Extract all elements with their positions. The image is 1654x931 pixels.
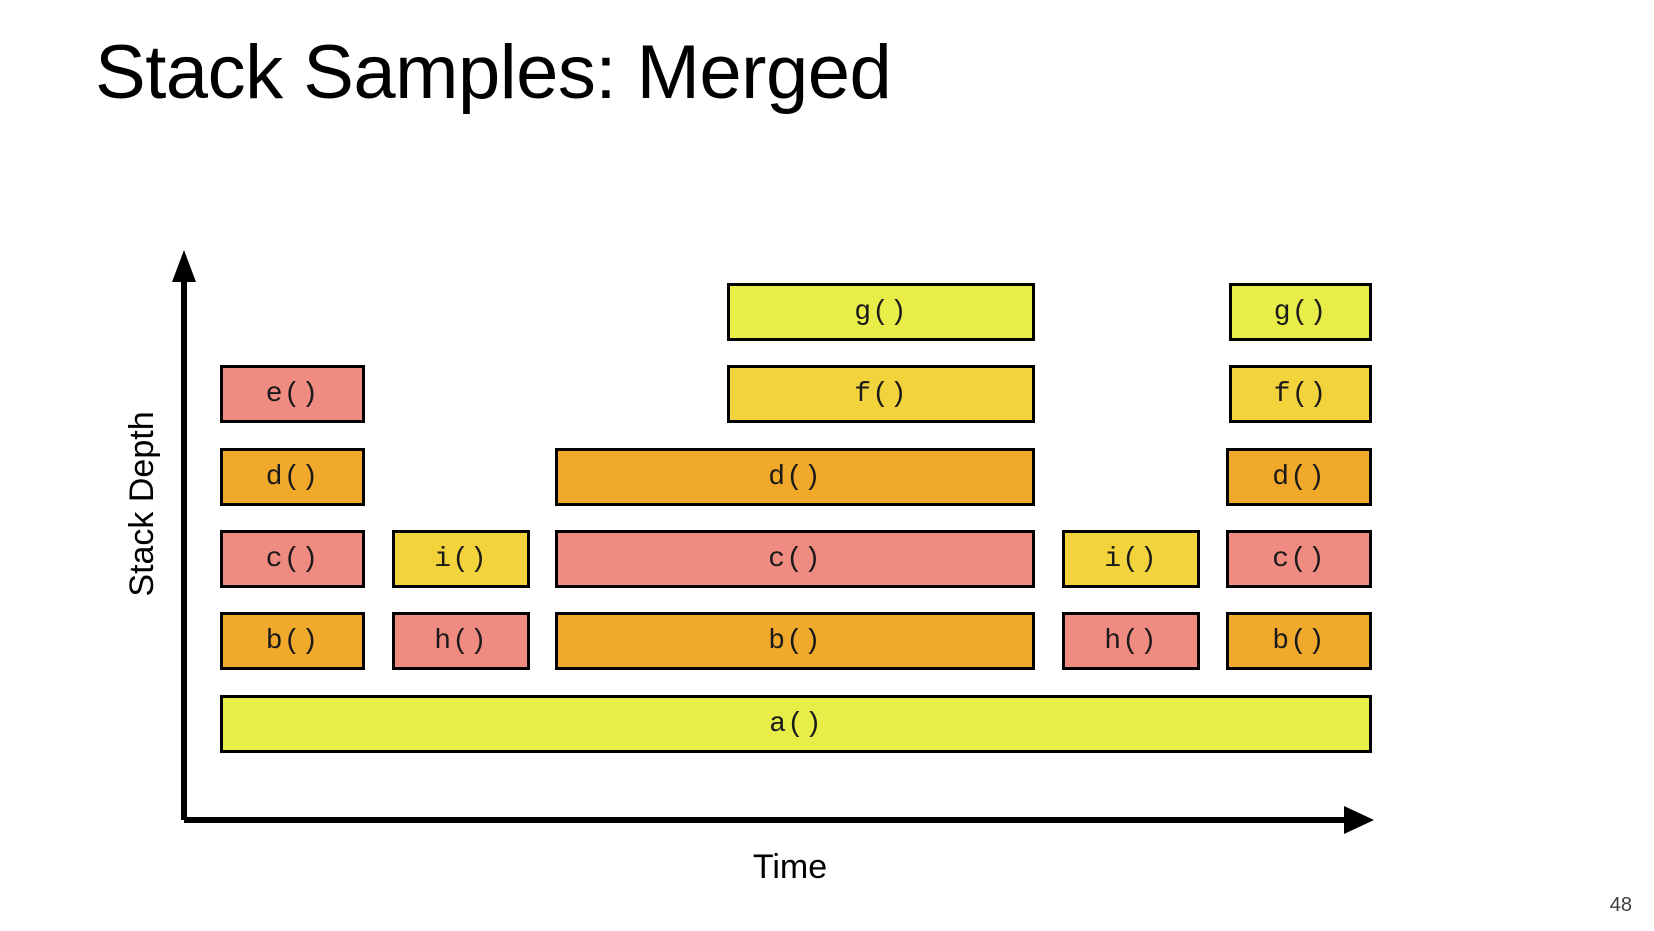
stack-frame-label: d() xyxy=(265,461,320,493)
stack-frame-label: d() xyxy=(1272,461,1326,493)
stack-frame-label: i() xyxy=(1104,543,1158,575)
stack-frame-label: c() xyxy=(265,543,320,575)
stack-frame-label: b() xyxy=(1272,625,1326,657)
stack-frame-h[interactable]: h() xyxy=(1062,612,1200,670)
stack-frame-c[interactable]: c() xyxy=(1226,530,1372,588)
page-title: Stack Samples: Merged xyxy=(95,30,892,115)
stack-frame-b[interactable]: b() xyxy=(555,612,1035,670)
stack-frame-f[interactable]: f() xyxy=(727,365,1035,423)
stack-frame-h[interactable]: h() xyxy=(392,612,530,670)
stack-frame-label: b() xyxy=(768,625,822,657)
stack-frame-label: g() xyxy=(854,296,908,328)
stack-frame-b[interactable]: b() xyxy=(1226,612,1372,670)
stack-frame-a[interactable]: a() xyxy=(220,695,1372,753)
stack-frame-f[interactable]: f() xyxy=(1229,365,1372,423)
stack-frame-c[interactable]: c() xyxy=(220,530,365,588)
y-axis-label: Stack Depth xyxy=(123,411,161,597)
stack-frame-i[interactable]: i() xyxy=(392,530,530,588)
stack-frame-g[interactable]: g() xyxy=(727,283,1035,341)
stack-frame-label: b() xyxy=(265,625,320,657)
stack-frame-label: i() xyxy=(434,543,488,575)
stack-frame-i[interactable]: i() xyxy=(1062,530,1200,588)
stack-frame-b[interactable]: b() xyxy=(220,612,365,670)
stack-frame-d[interactable]: d() xyxy=(220,448,365,506)
x-axis-arrow-icon xyxy=(1344,806,1374,834)
stack-frame-label: c() xyxy=(1272,543,1326,575)
stack-frame-label: a() xyxy=(769,708,823,740)
stack-frame-label: f() xyxy=(854,378,908,410)
slide-number: 48 xyxy=(1609,894,1632,916)
stack-frame-c[interactable]: c() xyxy=(555,530,1035,588)
stack-frame-label: h() xyxy=(1104,625,1158,657)
stack-frame-d[interactable]: d() xyxy=(555,448,1035,506)
stack-frame-label: h() xyxy=(434,625,488,657)
y-axis-arrow-icon xyxy=(172,250,196,282)
stack-frame-g[interactable]: g() xyxy=(1229,283,1372,341)
stack-frame-d[interactable]: d() xyxy=(1226,448,1372,506)
stack-frame-e[interactable]: e() xyxy=(220,365,365,423)
stack-frame-label: d() xyxy=(768,461,822,493)
stack-frame-label: f() xyxy=(1273,378,1328,410)
stack-frame-label: e() xyxy=(265,378,320,410)
stack-frame-label: g() xyxy=(1273,296,1328,328)
stack-frame-label: c() xyxy=(768,543,822,575)
x-axis-label: Time xyxy=(752,848,828,886)
